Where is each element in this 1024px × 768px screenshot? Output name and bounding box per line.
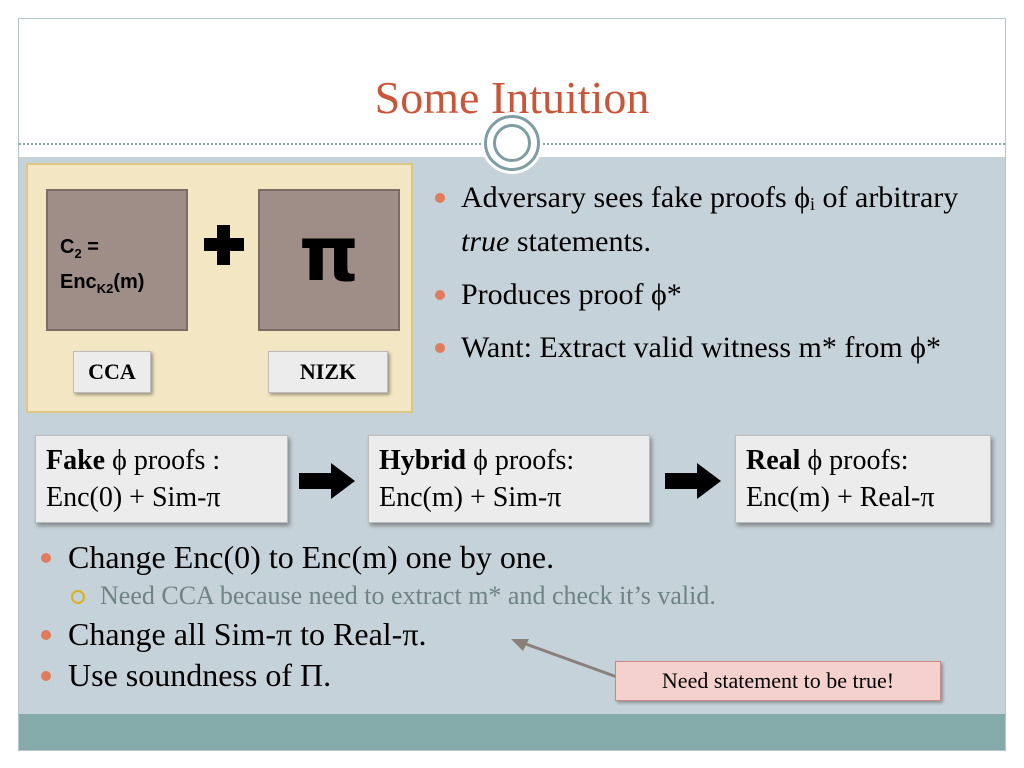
right-bullet-list: Adversary sees fake proofs ϕi of arbitra…	[435, 179, 995, 382]
bullet-produces: Produces proof ϕ*	[435, 276, 995, 313]
proof-box: π	[258, 189, 400, 331]
real-proofs-box: Real ϕ proofs: Enc(m) + Real-π	[735, 435, 991, 523]
fake-proofs-box: Fake ϕ proofs : Enc(0) + Sim-π	[35, 435, 288, 523]
bullet-want: Want: Extract valid witness m* from ϕ*	[435, 329, 995, 366]
bullet-dot-icon	[41, 630, 51, 640]
ciphertext-label: C2 = EncK2(m)	[60, 236, 145, 296]
bullet-dot-icon	[41, 671, 51, 681]
slide-title: Some Intuition	[374, 72, 650, 123]
sub-bullet-ring-icon	[71, 590, 85, 604]
bullet-dot-icon	[435, 193, 445, 203]
right-arrow-icon	[299, 463, 355, 499]
bullet-change-sim: Change all Sim-π to Real-π.	[39, 614, 999, 655]
bullet-dot-icon	[41, 553, 51, 563]
hybrid-proofs-box: Hybrid ϕ proofs: Enc(m) + Sim-π	[368, 435, 650, 523]
bullet-dot-icon	[435, 343, 445, 353]
bottom-bullet-list: Change Enc(0) to Enc(m) one by one. Need…	[39, 537, 999, 696]
cca-label: CCA	[73, 351, 151, 393]
right-arrow-icon	[665, 463, 721, 499]
callout-note: Need statement to be true!	[615, 661, 941, 701]
bullet-change-enc: Change Enc(0) to Enc(m) one by one.	[39, 537, 999, 578]
pi-symbol: π	[298, 209, 360, 298]
callout-arrow-icon	[511, 639, 618, 679]
ciphertext-box: C2 = EncK2(m)	[46, 189, 188, 331]
divider-ring-icon	[484, 115, 540, 171]
slide: Some Intuition C2 = EncK2(m) π CCA NIZK …	[18, 18, 1006, 751]
plus-icon	[204, 225, 244, 265]
footer-bar	[19, 714, 1005, 750]
bullet-dot-icon	[435, 290, 445, 300]
construction-diagram: C2 = EncK2(m) π CCA NIZK	[26, 163, 413, 413]
bullet-adversary: Adversary sees fake proofs ϕi of arbitra…	[435, 179, 995, 260]
bullet-soundness: Use soundness of Π.	[39, 655, 999, 696]
nizk-label: NIZK	[268, 351, 388, 393]
sub-bullet-need-cca: Need CCA because need to extract m* and …	[39, 578, 999, 614]
